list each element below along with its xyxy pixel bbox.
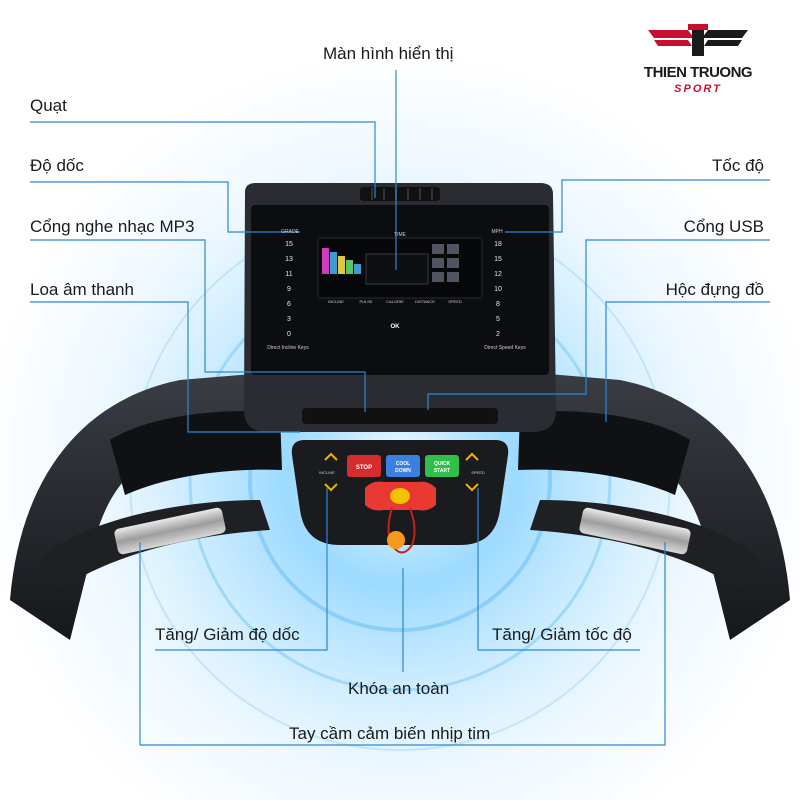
metric-pulse: PULSE: [359, 299, 372, 304]
leader-speed: [505, 179, 770, 233]
grade-key-6: 6: [287, 301, 291, 308]
brand-name: THIEN TRUONG: [643, 64, 753, 81]
label-fan: Quạt: [30, 96, 67, 115]
metric-incline: INCLINE: [328, 299, 344, 304]
metric-speed: SPEED: [448, 299, 462, 304]
speed-key-15: 15: [494, 256, 502, 263]
label-incline: Độ dốc: [30, 156, 84, 175]
speed-key-12: 12: [494, 271, 502, 278]
safety-key-cap: [390, 488, 410, 504]
leader-heart-rate: [139, 542, 666, 746]
incline-side-label: INCLINE: [319, 470, 335, 475]
grade-key-11: 11: [285, 271, 292, 278]
cool-down-button[interactable]: [386, 455, 420, 477]
label-storage: Hộc đựng đồ: [665, 280, 764, 299]
grade-key-13: 13: [285, 256, 293, 263]
safety-key-cord: [387, 507, 416, 554]
leader-speaker: [30, 301, 300, 433]
right-heart-rate-sensor: [579, 507, 691, 555]
right-storage-bin: [518, 410, 690, 495]
quick-label: QUICK: [434, 461, 451, 467]
lcd-graph: [322, 248, 361, 274]
label-speed: Tốc độ: [712, 156, 764, 175]
speed-key-8: 8: [496, 301, 500, 308]
leader-lines: [30, 70, 770, 746]
label-incline-keys: Tăng/ Giảm độ dốc: [155, 625, 300, 644]
label-speed-keys: Tăng/ Giảm tốc độ: [492, 625, 632, 644]
cool-label: COOL: [396, 461, 410, 467]
grade-key-15: 15: [285, 241, 293, 248]
grade-title: GRADE: [281, 229, 299, 235]
metric-distance: DISTANCE: [415, 299, 435, 304]
speed-key-2: 2: [496, 331, 500, 338]
label-heart-rate: Tay cầm cảm biến nhịp tim: [289, 724, 491, 743]
speed-key-18: 18: [494, 241, 502, 248]
incline-arrows-icon: [324, 452, 338, 492]
grade-key-9: 9: [287, 286, 291, 293]
console-trim: [302, 408, 498, 424]
speed-key-5: 5: [496, 316, 500, 323]
ok-key: OK: [391, 324, 401, 330]
label-safety-key: Khóa an toàn: [348, 679, 450, 698]
label-usb: Cổng USB: [683, 217, 764, 236]
speed-key-10: 10: [494, 286, 502, 293]
incline-keys-footer: Direct Incline Keys: [267, 345, 309, 351]
speed-keys-footer: Direct Speed Keys: [484, 345, 526, 351]
fan-grill: [360, 187, 440, 201]
leader-speed-keys: [477, 488, 640, 651]
time-label: TIME: [394, 232, 407, 238]
quick-start-button[interactable]: [425, 455, 459, 477]
metric-calorie: CALORIE: [386, 299, 404, 304]
safety-clip-icon: [387, 531, 405, 549]
grade-key-3: 3: [287, 316, 291, 323]
down-label: DOWN: [395, 468, 411, 474]
brand-block: THIEN TRUONG SPORT: [628, 20, 768, 100]
brand-logo-mark: [648, 24, 748, 56]
label-mp3: Cổng nghe nhạc MP3: [30, 217, 195, 236]
leader-mp3: [30, 239, 366, 412]
leader-fan: [30, 121, 376, 198]
left-heart-rate-sensor: [114, 507, 226, 555]
speed-arrows-icon: [465, 452, 479, 492]
leader-storage: [605, 301, 770, 422]
speed-title: MPH: [491, 229, 503, 235]
brand-sub: SPORT: [674, 83, 722, 95]
program-icons: [432, 244, 459, 282]
leader-incline: [30, 181, 300, 233]
leader-usb: [427, 239, 770, 410]
leader-incline-keys: [155, 488, 328, 651]
start-label: START: [434, 468, 450, 474]
speed-side-label: SPEED: [471, 470, 485, 475]
grade-key-0: 0: [287, 331, 291, 338]
lcd-readout: [365, 253, 429, 285]
stop-label: STOP: [356, 465, 372, 471]
label-speaker: Loa âm thanh: [30, 280, 134, 299]
label-display: Màn hình hiển thị: [323, 44, 454, 63]
stop-button[interactable]: [347, 455, 381, 477]
